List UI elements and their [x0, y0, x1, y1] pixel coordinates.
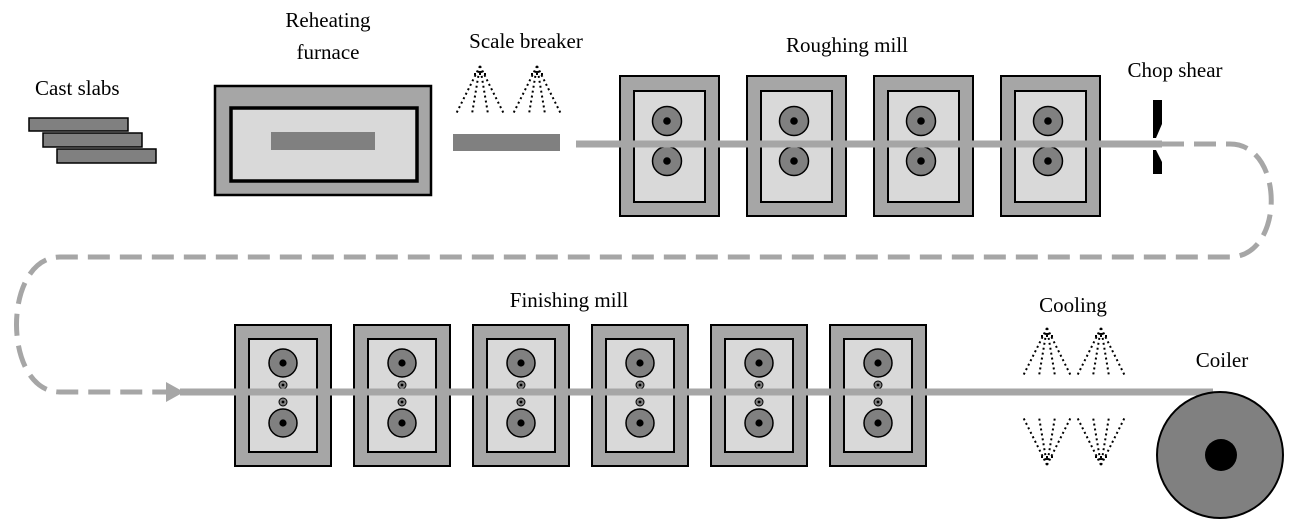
cooling-spray-bottom	[1022, 416, 1072, 466]
strip-arrowhead	[166, 382, 184, 402]
cooling-sprays	[1022, 327, 1126, 466]
scale-breaker-sprays	[455, 65, 562, 115]
cooling-spray-bottom	[1076, 416, 1126, 466]
label-reheating-furnace: Reheating	[285, 8, 371, 32]
slab-in-furnace	[271, 132, 375, 150]
chop-shear	[1153, 100, 1162, 174]
spray-nozzle	[455, 65, 505, 115]
reheating-furnace	[213, 84, 433, 197]
label-reheating-furnace-2: furnace	[297, 40, 360, 64]
coiler-mandrel	[1205, 439, 1237, 471]
spray-nozzle	[512, 65, 562, 115]
label-cooling: Cooling	[1039, 293, 1107, 317]
scale-breaker-slab	[453, 134, 560, 151]
label-cast-slabs: Cast slabs	[35, 76, 120, 100]
cast-slabs	[28, 117, 157, 164]
strip-transfer-path-dashed	[14, 141, 1274, 395]
shear-blade-top	[1153, 100, 1162, 138]
label-coiler: Coiler	[1196, 348, 1249, 372]
label-chop-shear: Chop shear	[1127, 58, 1222, 82]
coiler	[1156, 391, 1284, 519]
cast-slab	[28, 117, 129, 132]
label-finishing-mill: Finishing mill	[510, 288, 629, 312]
cast-slab	[42, 132, 143, 148]
label-scale-breaker: Scale breaker	[469, 29, 583, 53]
shear-blade-bottom	[1153, 150, 1162, 174]
cooling-spray-top	[1076, 327, 1126, 377]
cooling-spray-top	[1022, 327, 1072, 377]
label-roughing-mill: Roughing mill	[786, 33, 908, 57]
cast-slab	[56, 148, 157, 164]
